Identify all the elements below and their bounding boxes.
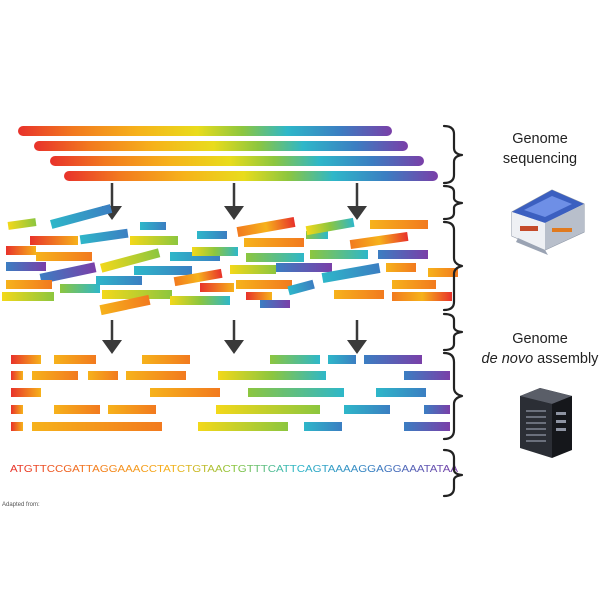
read-fragment — [170, 296, 230, 305]
read-fragment — [79, 228, 129, 245]
read-fragment — [236, 217, 296, 237]
genome-copy-bar — [64, 171, 438, 181]
bracket-genome-copies — [442, 124, 464, 185]
read-fragment — [244, 238, 304, 247]
read-fragment — [6, 246, 36, 255]
aligned-read — [32, 371, 78, 380]
read-fragment — [134, 266, 192, 275]
read-fragment — [96, 276, 142, 285]
read-fragment — [349, 232, 409, 249]
read-fragment — [30, 236, 78, 245]
genome-sequencing-label-line1: Genome — [512, 131, 568, 147]
aligned-read — [364, 355, 422, 364]
read-fragment — [246, 253, 304, 262]
read-fragment — [392, 292, 452, 301]
assembled-sequence: ATGTTCCGATTAGGAAACCTATCTGTAACTGTTTCATTCA… — [10, 463, 458, 475]
aligned-read — [344, 405, 390, 414]
bracket-arrows-1 — [442, 184, 464, 221]
read-fragment — [276, 263, 332, 272]
read-fragment — [130, 236, 178, 245]
source-credit: Adapted from: — [2, 502, 40, 508]
read-fragment — [192, 247, 238, 256]
read-fragment — [200, 283, 234, 292]
read-fragment — [321, 263, 381, 283]
read-fragment — [99, 248, 161, 273]
read-fragment — [6, 262, 46, 271]
read-fragment — [140, 222, 166, 230]
computer-server-tower-icon — [520, 388, 572, 458]
aligned-read — [11, 371, 23, 380]
read-fragment — [287, 279, 315, 296]
aligned-read — [11, 388, 41, 397]
genome-copy-bar — [34, 141, 408, 151]
aligned-read — [11, 355, 41, 364]
aligned-read — [32, 422, 162, 431]
aligned-read — [218, 371, 326, 380]
aligned-read — [88, 371, 118, 380]
read-fragment — [305, 217, 355, 236]
assembly-word: assembly — [533, 351, 599, 367]
aligned-read — [54, 355, 96, 364]
read-fragment — [102, 290, 172, 299]
aligned-reads — [11, 355, 450, 431]
read-fragment — [39, 262, 97, 284]
aligned-read — [424, 405, 450, 414]
read-fragment — [310, 250, 368, 259]
bracket-reads — [442, 220, 464, 312]
aligned-read — [54, 405, 100, 414]
de-novo-italic-text: de novo — [481, 351, 534, 367]
read-fragment — [170, 252, 220, 261]
read-fragment — [260, 300, 290, 308]
fragmentation-arrows — [102, 183, 367, 220]
genome-copies — [18, 126, 438, 181]
read-fragment — [236, 280, 292, 289]
section-brackets — [442, 124, 464, 498]
aligned-read — [150, 388, 220, 397]
genome-copy-bar — [18, 126, 392, 136]
bracket-sequence — [442, 448, 464, 498]
read-fragment — [386, 263, 416, 272]
read-fragment — [392, 280, 436, 289]
aligned-read — [142, 355, 190, 364]
genome-copy-bar — [50, 156, 424, 166]
read-fragment — [306, 231, 328, 239]
read-fragment — [334, 290, 384, 299]
aligned-read — [11, 422, 23, 431]
read-fragment — [378, 250, 428, 259]
aligned-read — [304, 422, 342, 431]
read-fragment — [370, 220, 428, 229]
read-fragment — [173, 268, 223, 287]
assembly-label-line1: Genome — [512, 331, 568, 347]
sequencing-reads — [2, 204, 458, 316]
aligned-read — [270, 355, 320, 364]
aligned-read — [11, 405, 23, 414]
read-fragment — [230, 265, 276, 274]
read-fragment — [36, 252, 92, 261]
read-fragment — [428, 268, 458, 277]
read-fragment — [7, 218, 37, 230]
dna-sequencer-machine-icon — [511, 189, 585, 255]
assembly-arrows — [102, 320, 367, 354]
assembly-label-line2: de novo assembly — [468, 350, 611, 369]
read-fragment — [60, 284, 100, 293]
read-fragment — [2, 292, 54, 301]
bracket-aligned — [442, 351, 464, 441]
read-fragment — [50, 204, 113, 229]
read-fragment — [6, 280, 52, 289]
read-fragment — [197, 231, 227, 239]
aligned-read — [404, 422, 450, 431]
aligned-read — [108, 405, 156, 414]
aligned-read — [216, 405, 320, 414]
bracket-arrows-2 — [442, 312, 464, 352]
read-fragment — [246, 292, 272, 300]
aligned-read — [376, 388, 426, 397]
aligned-read — [126, 371, 186, 380]
aligned-read — [404, 371, 450, 380]
read-fragment — [99, 294, 151, 316]
aligned-read — [328, 355, 356, 364]
genome-sequencing-label-line2: sequencing — [502, 151, 578, 167]
aligned-read — [248, 388, 344, 397]
aligned-read — [198, 422, 288, 431]
